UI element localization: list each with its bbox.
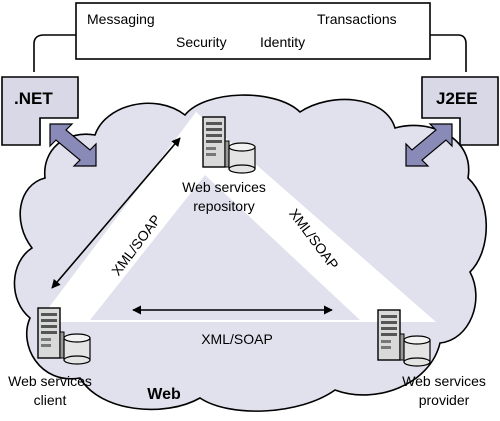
web-cloud-label: Web [147,386,181,403]
messaging-label: Messaging [87,11,155,27]
provider-label-line2: provider [419,392,470,408]
services-box [75,2,431,60]
repository-label-line1: Web services [182,179,266,195]
bottom-protocol-label: XML/SOAP [201,331,273,347]
client-repository-arrow [51,137,181,289]
j2ee-double-arrow [405,123,453,167]
dotnet-label: .NET [14,89,53,108]
j2ee-label: J2EE [436,89,478,108]
provider-label-line1: Web services [402,373,486,389]
services-bracket [33,34,467,72]
repository-label-line2: repository [193,198,254,214]
identity-label: Identity [260,34,305,50]
client-label-line1: Web services [8,373,92,389]
transactions-label: Transactions [317,11,397,27]
j2ee-platform-box [421,76,499,146]
client-label-line2: client [34,392,67,408]
security-label: Security [176,34,227,50]
